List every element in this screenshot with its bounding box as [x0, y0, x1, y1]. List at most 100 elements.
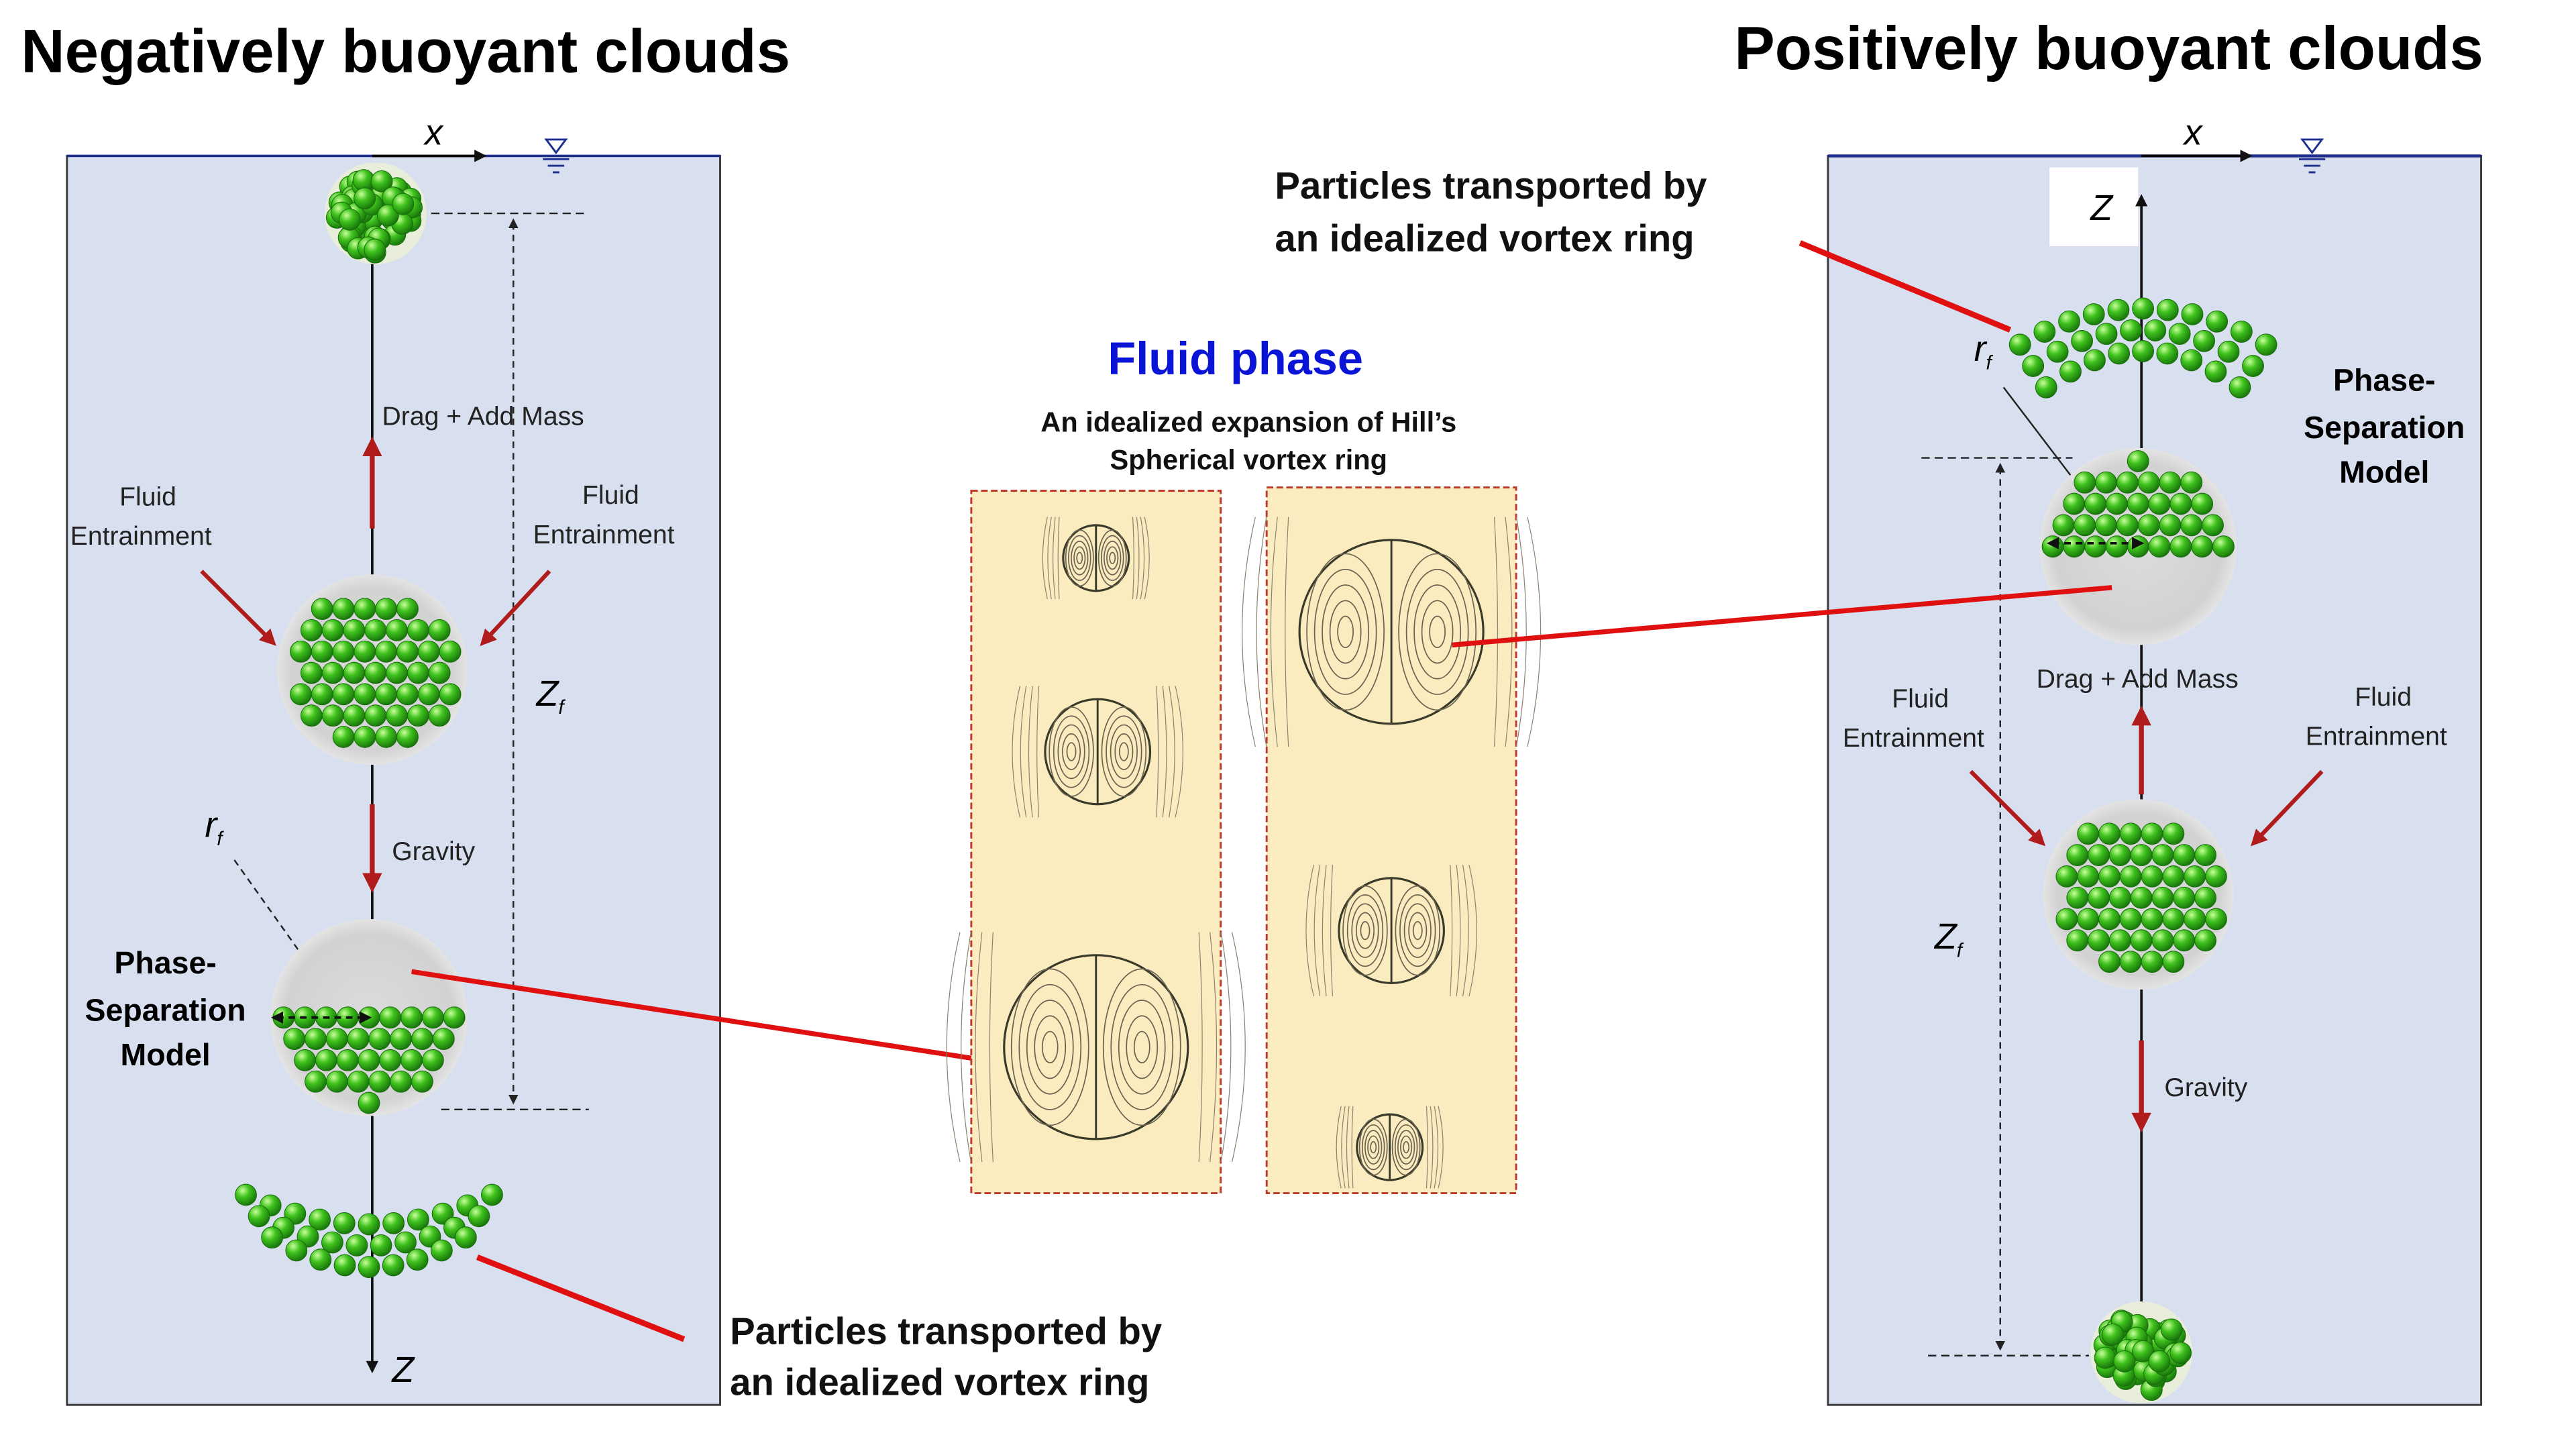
particle [370, 170, 393, 193]
outer-streamline [1136, 517, 1140, 600]
particle [2255, 333, 2277, 356]
particle [321, 704, 344, 727]
particle [2148, 492, 2171, 515]
particle [411, 1070, 433, 1093]
vortex-streamline [1010, 968, 1089, 1126]
particle [2098, 822, 2121, 845]
particle [2098, 908, 2121, 930]
particle [2148, 1350, 2171, 1373]
particle [411, 1028, 433, 1051]
outer-streamline [1462, 865, 1469, 997]
outer-streamline [1450, 865, 1453, 997]
particle [2055, 865, 2078, 888]
right-psm-label-2: Separation [2304, 410, 2465, 445]
particle [2194, 844, 2216, 867]
vortex-streamline [1018, 983, 1082, 1110]
particle [379, 1006, 402, 1029]
particle [311, 598, 333, 621]
vortex-streamline [1370, 1140, 1377, 1154]
vortex-streamline [1049, 706, 1094, 797]
particle [468, 1205, 490, 1228]
particle [305, 1070, 327, 1093]
vortex-streamline [1133, 1030, 1150, 1063]
particle [375, 598, 398, 621]
particle [345, 1234, 368, 1257]
outer-streamline [1057, 517, 1060, 599]
particle [332, 598, 355, 621]
particle [2206, 310, 2229, 333]
outer-streamline [1305, 865, 1314, 997]
vortex-streamline [1126, 1015, 1159, 1079]
particle [2095, 323, 2118, 345]
particle [290, 683, 312, 706]
particle [2173, 929, 2196, 952]
vortex-streamline [1403, 1140, 1410, 1154]
particle [235, 1183, 257, 1206]
particle [417, 683, 440, 706]
vortex-streamline [1329, 600, 1362, 664]
vortex-streamline [1429, 615, 1446, 649]
particle [2107, 299, 2130, 321]
left-entrainment-arrow-a [200, 570, 276, 646]
particle [2108, 342, 2131, 365]
particle [2041, 535, 2064, 558]
particle [2169, 535, 2192, 558]
particle [2141, 951, 2163, 973]
vortex-streamline [1400, 1135, 1413, 1159]
left-water-panel [66, 154, 721, 1406]
right-bottom-particle-cluster [2090, 1301, 2193, 1403]
particle [430, 1239, 453, 1262]
particle [2106, 492, 2128, 515]
vortex-streamline [1337, 615, 1354, 649]
particle [2242, 355, 2264, 377]
particle [300, 661, 323, 684]
particle [454, 1226, 477, 1249]
particle [2204, 360, 2227, 383]
particle [2130, 886, 2153, 909]
right-entrainment-arrow-a [1969, 769, 2046, 847]
particle [2137, 471, 2160, 494]
vortex-streamline [1395, 885, 1441, 976]
outer-streamline [1242, 517, 1256, 747]
particle [2066, 886, 2089, 909]
vortex-streamline [1322, 584, 1370, 680]
particle [428, 704, 451, 727]
particle [333, 1254, 356, 1277]
right-particles-label-1: Particles transported by [1275, 164, 1707, 207]
outer-streamline [1144, 517, 1150, 600]
particle [2046, 340, 2069, 363]
particle [375, 683, 398, 706]
outer-streamline [1270, 517, 1278, 747]
outer-streamline [1020, 686, 1027, 818]
outer-streamline [1351, 1106, 1354, 1189]
particle [2113, 1350, 2136, 1373]
particle [2074, 514, 2096, 537]
right-cloud-to-vortex-connector [1452, 585, 2112, 648]
particle [305, 1028, 327, 1051]
particle [2194, 886, 2216, 909]
particle [2066, 844, 2089, 867]
particle [2055, 908, 2078, 930]
particle [2231, 321, 2253, 343]
left-particles-label-1: Particles transported by [730, 1310, 1162, 1352]
particle [2137, 514, 2160, 537]
particle [368, 1070, 391, 1093]
left-particles-label-2: an idealized vortex ring [730, 1360, 1149, 1403]
particle [481, 1183, 503, 1206]
outer-streamline [1028, 686, 1033, 818]
particle [354, 598, 376, 621]
particle [2162, 822, 2185, 845]
particle [2193, 329, 2216, 352]
particle [2180, 471, 2203, 494]
particle [325, 1028, 348, 1051]
particle [417, 640, 440, 663]
vortex-streamline [1106, 546, 1119, 570]
particle [2173, 844, 2196, 867]
particle [315, 1049, 337, 1071]
particle [2084, 492, 2107, 515]
left-middle-particle-cluster [276, 574, 468, 765]
particle [382, 1212, 405, 1234]
particle [428, 661, 451, 684]
particle [386, 704, 408, 727]
particle [2094, 1346, 2116, 1369]
